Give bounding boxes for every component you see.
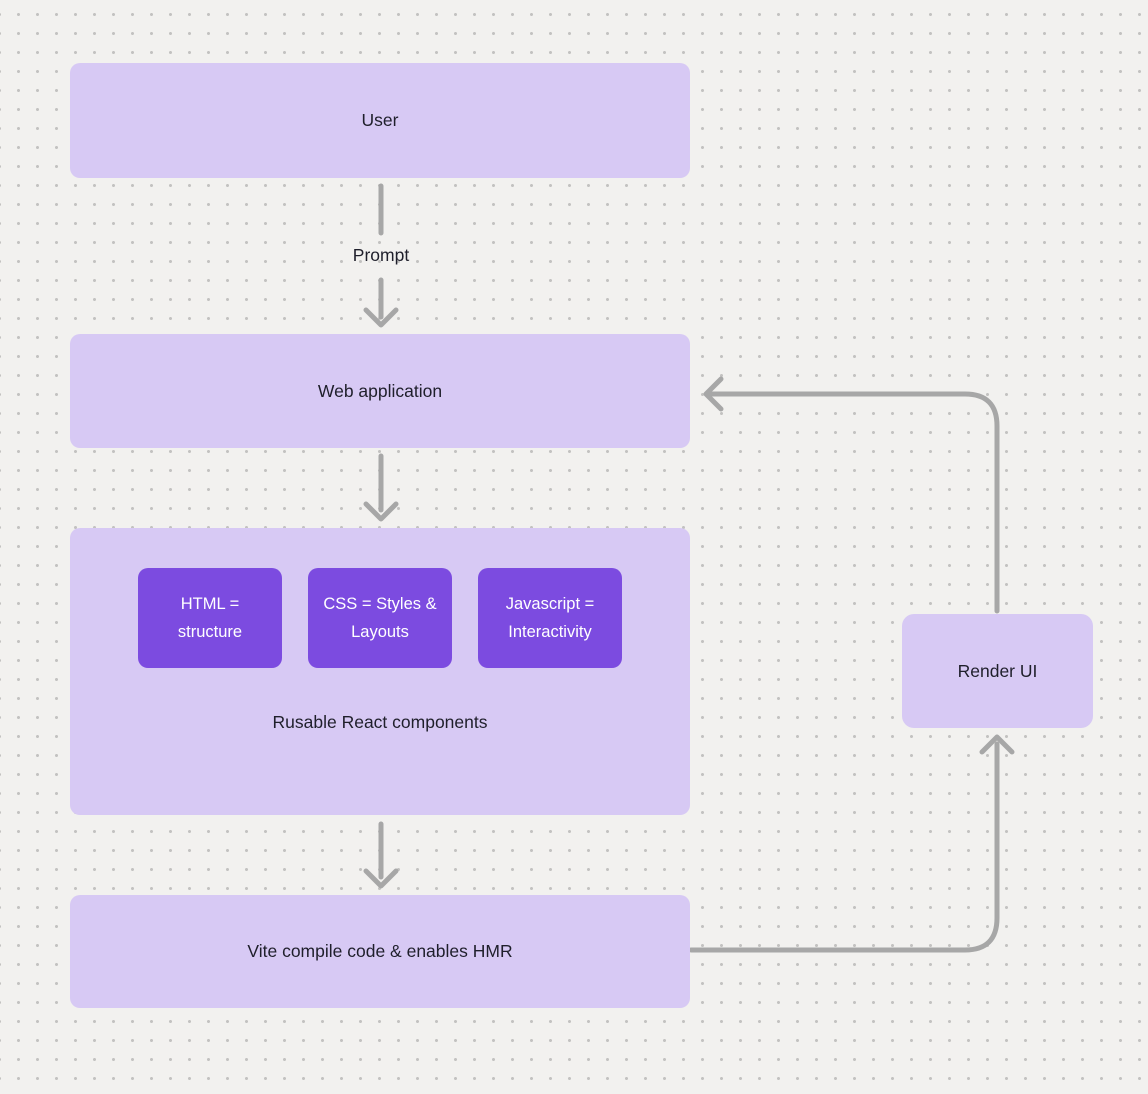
edge-render-ui-to-web-head (703, 376, 724, 412)
node-user: User (70, 63, 690, 178)
arrow-web-to-components-head (363, 501, 399, 522)
component-chip-javascript: Javascript = Interactivity (478, 568, 622, 668)
component-chip-javascript-label: Javascript = Interactivity (505, 594, 595, 641)
components-caption: Rusable React components (272, 712, 488, 732)
component-chip-row: HTML = structure CSS = Styles & Layouts … (138, 568, 622, 668)
component-chip-html: HTML = structure (138, 568, 282, 668)
node-render-ui-label: Render UI (957, 660, 1038, 681)
node-web-application: Web application (70, 334, 690, 448)
edge-render-ui-to-web (705, 391, 1000, 614)
arrow-user-to-web-head (363, 307, 399, 328)
node-user-label: User (361, 110, 399, 130)
node-vite: Vite compile code & enables HMR (70, 895, 690, 1008)
component-chip-css: CSS = Styles & Layouts (308, 568, 452, 668)
node-render-ui: Render UI (902, 614, 1093, 728)
edge-vite-to-render-ui-head (979, 734, 1015, 755)
edge-vite-to-render-ui (688, 741, 1000, 953)
node-vite-label: Vite compile code & enables HMR (247, 941, 513, 961)
component-chip-css-label: CSS = Styles & Layouts (323, 594, 437, 641)
arrow-components-to-vite-head (363, 868, 399, 889)
edge-prompt-label: Prompt (352, 245, 410, 265)
component-chip-html-label: HTML = structure (177, 594, 243, 641)
node-web-application-label: Web application (317, 380, 443, 401)
node-components-group: HTML = structure CSS = Styles & Layouts … (70, 528, 690, 815)
